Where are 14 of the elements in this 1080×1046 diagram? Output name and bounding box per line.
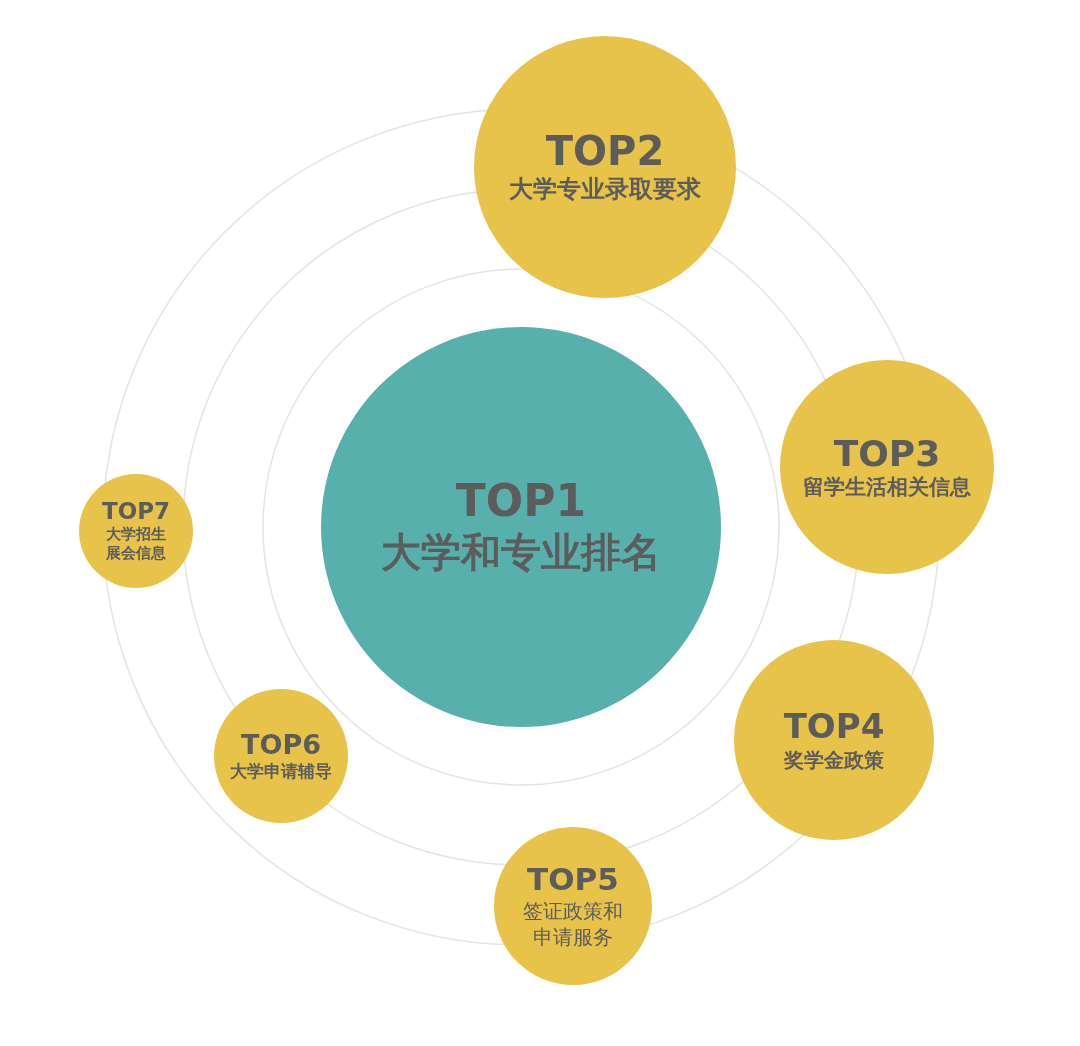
rank-heading: TOP6 [241,729,321,761]
rank-heading: TOP1 [455,475,587,527]
topic-text: 大学招生展会信息 [105,524,167,564]
rank-heading: TOP3 [833,432,941,475]
topic-text: 大学申请辅导 [230,760,332,783]
rank-heading: TOP2 [545,128,665,175]
topic-text: 大学和专业排名 [381,528,661,578]
topic-text: 留学生活相关信息 [803,474,971,502]
topic-text: 奖学金政策 [784,746,884,773]
rank-heading: TOP5 [527,862,619,898]
rank-heading: TOP7 [101,498,171,525]
topic-text: 大学专业录取要求 [509,174,701,206]
topic-text: 签证政策和申请服务 [522,897,624,950]
rank-heading: TOP4 [783,707,885,747]
